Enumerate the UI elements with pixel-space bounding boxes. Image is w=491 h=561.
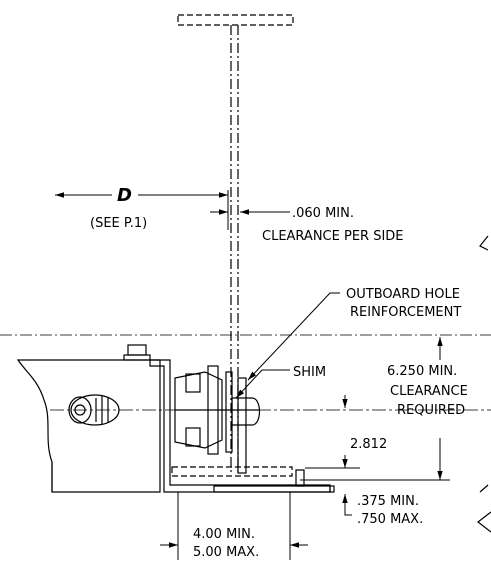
partial-mark [479,235,489,251]
reinforcement-label: REINFORCEMENT [350,305,461,320]
clearance-per-side-label: CLEARANCE PER SIDE [262,229,404,244]
bolt-washer [123,354,151,361]
lower-flange-dashed [171,466,293,477]
reinforcement-plate [231,397,261,426]
min-400-label: 4.00 MIN. [193,527,255,542]
wheel-hub-inner [68,396,92,424]
top-tee-flange [177,14,294,26]
see-p1-label: (SEE P.1) [90,216,147,231]
dim-375-lead [344,510,352,516]
clearance-060-label: .060 MIN. [292,206,354,221]
base-plate [213,485,335,493]
upright-right [295,469,305,487]
wheel-axle [74,404,86,416]
wheel-hub [70,394,120,426]
roller-cap-top [185,373,201,393]
bolt-head [127,344,147,356]
min-375-label: .375 MIN. [357,494,419,509]
shim-label: SHIM [293,365,326,380]
partial-mark [479,484,489,493]
outboard-leader [247,292,340,381]
min-6250-label: 6.250 MIN. [387,364,457,379]
roller-body [174,371,223,449]
dim-2812-label: 2.812 [350,437,387,452]
beam-body [16,359,161,493]
partial-mark [477,511,491,533]
outboard-hole-label: OUTBOARD HOLE [346,287,460,302]
d-label: D [117,185,132,206]
shim-leader [235,369,290,399]
max-500-label: 5.00 MAX. [193,545,259,560]
required-label: REQUIRED [397,403,465,418]
clearance-label: CLEARANCE [390,384,468,399]
max-750-label: .750 MAX. [357,512,423,527]
outboard-plate [237,377,247,474]
roller-cap-bottom [185,427,201,447]
